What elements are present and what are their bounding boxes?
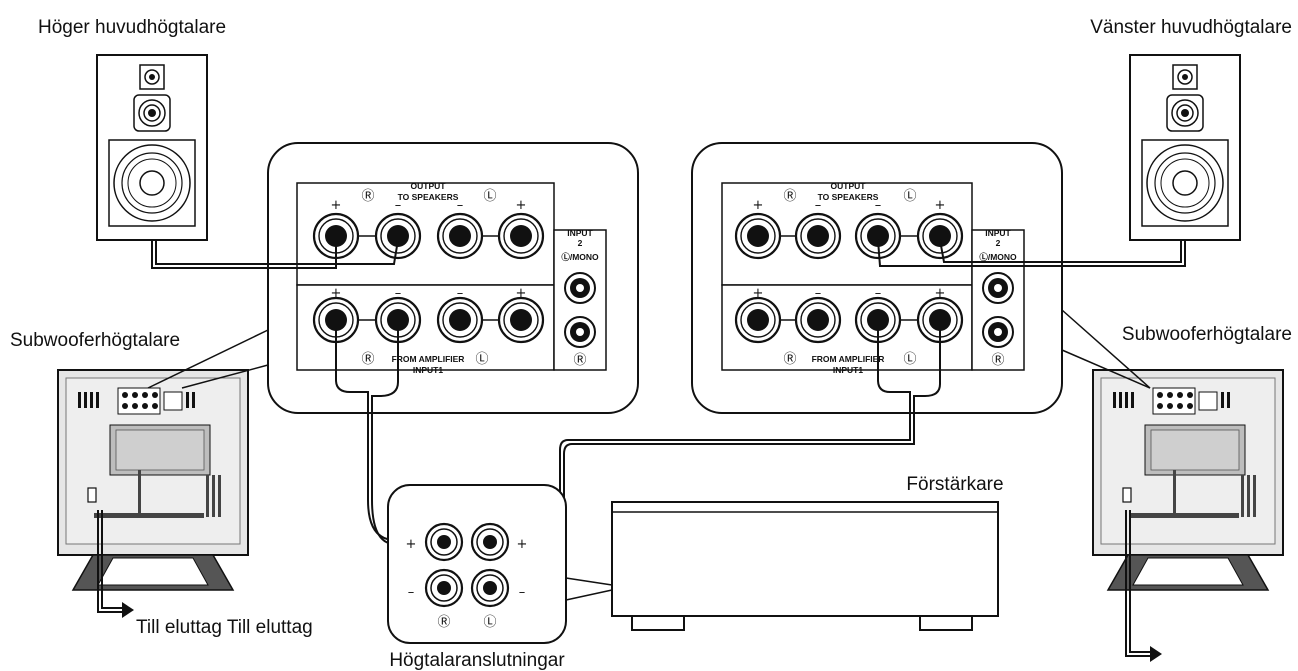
terminal-post (794, 212, 842, 260)
plus-label: + (753, 198, 764, 213)
minus-label: – (519, 585, 526, 600)
minus-label: – (457, 286, 464, 301)
minus-label: – (815, 286, 822, 301)
plus-label: + (516, 286, 527, 301)
terminal-post (497, 296, 545, 344)
amp-terminal-jack (470, 522, 510, 562)
output-label: OUTPUT (831, 181, 867, 191)
terminal-post (734, 296, 782, 344)
amp-terminal-jack (470, 568, 510, 608)
input2-number: 2 (578, 238, 583, 248)
minus-label: – (395, 286, 402, 301)
input1-label: INPUT1 (833, 365, 864, 375)
amp-cable-left (335, 324, 444, 545)
minus-label: – (395, 198, 402, 213)
amplifier (565, 501, 999, 631)
terminal-post (916, 212, 964, 260)
arrow-icon (122, 602, 134, 618)
subwoofer-right (1092, 369, 1284, 591)
mono-label: Ⓛ/MONO (561, 252, 599, 262)
minus-label: – (408, 585, 415, 600)
panel-right: OUTPUT TO SPEAKERS INPUT 2 Ⓛ/MONO FROM A… (691, 142, 1063, 414)
plus-label: + (516, 198, 527, 213)
l-label: Ⓛ (903, 352, 916, 367)
terminal-post (734, 212, 782, 260)
subwoofer-right-label: Subwooferhögtalare (1122, 324, 1292, 345)
terminal-post (374, 212, 422, 260)
terminal-post (497, 212, 545, 260)
to-outlet-label: Till eluttag Till eluttag (136, 617, 313, 638)
plus-label: + (935, 286, 946, 301)
l-label: Ⓛ (483, 189, 496, 204)
terminal-post (436, 296, 484, 344)
speaker-cable-right (151, 236, 399, 269)
r-label: Ⓡ (783, 352, 796, 367)
r-label: Ⓡ (437, 615, 450, 630)
right-main-speaker (96, 54, 208, 241)
input2-number: 2 (996, 238, 1001, 248)
l-label: Ⓛ (903, 189, 916, 204)
r-label: Ⓡ (361, 352, 374, 367)
to-speakers-label: TO SPEAKERS (398, 192, 459, 202)
plus-label: + (753, 286, 764, 301)
left-main-speaker-label: Vänster huvudhögtalare (1090, 17, 1292, 38)
callout-line (1061, 309, 1151, 389)
mono-label: Ⓛ/MONO (979, 252, 1017, 262)
plus-label: + (517, 537, 528, 552)
minus-label: – (875, 286, 882, 301)
minus-label: – (875, 198, 882, 213)
plus-label: + (406, 537, 417, 552)
l-label: Ⓛ (483, 615, 496, 630)
speaker-cable-left (877, 239, 1186, 267)
rca-jack (564, 272, 596, 304)
subwoofer-left-label: Subwooferhögtalare (10, 330, 180, 351)
plus-label: + (331, 198, 342, 213)
left-main-speaker (1129, 54, 1241, 241)
to-speakers-label: TO SPEAKERS (818, 192, 879, 202)
power-cord-right (1125, 510, 1150, 657)
amp-terminal-jack (424, 522, 464, 562)
callout-line (147, 329, 269, 389)
input2-label: INPUT (567, 228, 593, 238)
minus-label: – (815, 198, 822, 213)
terminal-post (436, 212, 484, 260)
r-label: Ⓡ (573, 353, 586, 368)
amp-terminal-jack (424, 568, 464, 608)
r-label: Ⓡ (783, 189, 796, 204)
terminal-post (794, 296, 842, 344)
input2-label: INPUT (985, 228, 1011, 238)
from-amplifier-label: FROM AMPLIFIER (392, 354, 465, 364)
minus-label: – (457, 198, 464, 213)
r-label: Ⓡ (991, 353, 1004, 368)
panel-left: OUTPUT TO SPEAKERS INPUT 2 Ⓛ/MONO FROM A… (267, 142, 639, 414)
rca-jack (564, 316, 596, 348)
l-label: Ⓛ (475, 352, 488, 367)
callout-line (181, 364, 269, 389)
power-cord-left (97, 510, 122, 613)
callout-line (1061, 349, 1151, 389)
input1-label: INPUT1 (413, 365, 444, 375)
plus-label: + (935, 198, 946, 213)
output-label: OUTPUT (411, 181, 447, 191)
r-label: Ⓡ (361, 189, 374, 204)
right-main-speaker-label: Höger huvudhögtalare (38, 17, 226, 38)
rca-jack (982, 272, 1014, 304)
arrow-icon (1150, 646, 1162, 662)
from-amplifier-label: FROM AMPLIFIER (812, 354, 885, 364)
subwoofer-left (57, 369, 249, 591)
rca-jack (982, 316, 1014, 348)
amp-terminal-callout: + + – – Ⓡ Ⓛ (387, 484, 567, 644)
amplifier-label: Förstärkare (906, 474, 1003, 495)
plus-label: + (331, 286, 342, 301)
speaker-terminals-label: Högtalaranslutningar (389, 650, 565, 671)
